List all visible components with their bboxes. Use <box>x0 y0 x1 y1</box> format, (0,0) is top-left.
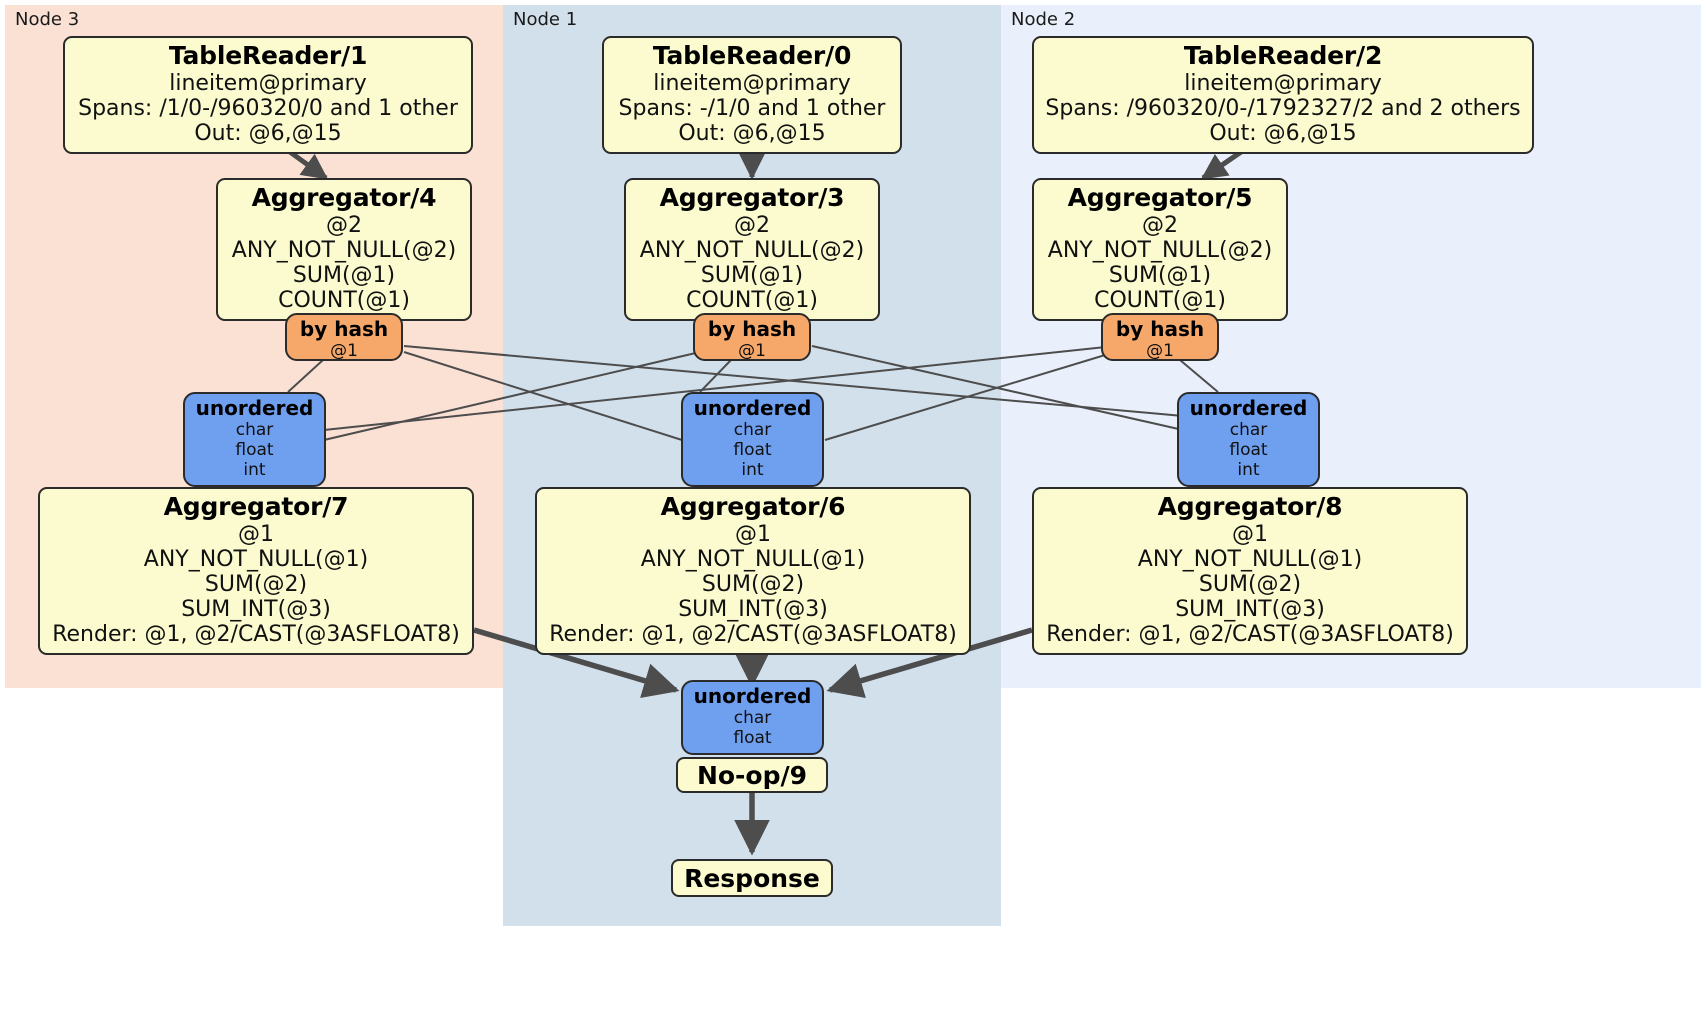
processor-line: ANY_NOT_NULL(@2) <box>231 237 457 263</box>
router-title: unordered <box>693 684 812 708</box>
processor-line: ANY_NOT_NULL(@1) <box>1137 546 1363 572</box>
processor-line: ANY_NOT_NULL(@1) <box>143 546 369 572</box>
processor-line: Spans: -/1/0 and 1 other <box>618 95 886 121</box>
processor-line: SUM(@2) <box>701 571 805 597</box>
router-unordered-right[interactable]: unordered char float int <box>1177 392 1320 487</box>
processor-title: Aggregator/4 <box>251 183 437 212</box>
processor-title: TableReader/0 <box>652 41 852 70</box>
router-title: by hash <box>299 317 389 341</box>
router-by-hash-middle[interactable]: by hash @1 <box>693 313 811 361</box>
processor-title: Aggregator/5 <box>1067 183 1253 212</box>
processor-line: SUM(@2) <box>1198 571 1302 597</box>
router-unordered-middle[interactable]: unordered char float int <box>681 392 824 487</box>
router-title: unordered <box>1189 396 1308 420</box>
processor-line: SUM(@1) <box>1108 262 1212 288</box>
processor-aggregator-3[interactable]: Aggregator/3 @2 ANY_NOT_NULL(@2) SUM(@1)… <box>624 178 880 321</box>
processor-title: Aggregator/7 <box>163 492 349 521</box>
router-line: float <box>1229 440 1268 461</box>
router-line: @1 <box>738 341 766 361</box>
node-panel-label-node2: Node 2 <box>1011 9 1076 30</box>
processor-line: Spans: /960320/0-/1792327/2 and 2 others <box>1045 95 1521 121</box>
processor-line: Render: @1, @2/CAST(@3ASFLOAT8) <box>549 621 957 647</box>
processor-title: Aggregator/3 <box>659 183 845 212</box>
processor-line: COUNT(@1) <box>278 287 410 313</box>
router-line: float <box>733 440 772 461</box>
processor-line: Render: @1, @2/CAST(@3ASFLOAT8) <box>1046 621 1454 647</box>
router-line: int <box>741 460 764 481</box>
processor-line: COUNT(@1) <box>686 287 818 313</box>
router-line: @1 <box>1146 341 1174 361</box>
processor-aggregator-5[interactable]: Aggregator/5 @2 ANY_NOT_NULL(@2) SUM(@1)… <box>1032 178 1288 321</box>
processor-line: lineitem@primary <box>169 70 367 96</box>
processor-line: SUM_INT(@3) <box>181 596 331 622</box>
router-line: int <box>243 460 266 481</box>
processor-title: Aggregator/8 <box>1157 492 1343 521</box>
processor-line: SUM(@1) <box>292 262 396 288</box>
processor-aggregator-7[interactable]: Aggregator/7 @1 ANY_NOT_NULL(@1) SUM(@2)… <box>38 487 474 655</box>
processor-response[interactable]: Response <box>671 859 833 897</box>
processor-line: Out: @6,@15 <box>1209 120 1357 146</box>
router-line: char <box>235 420 274 440</box>
processor-line: @1 <box>735 521 771 547</box>
processor-line: SUM(@2) <box>204 571 308 597</box>
processor-title: Aggregator/6 <box>660 492 846 521</box>
router-line: int <box>1237 460 1260 481</box>
processor-line: @2 <box>326 212 362 238</box>
processor-title: TableReader/2 <box>1183 41 1383 70</box>
processor-line: SUM(@1) <box>700 262 804 288</box>
processor-aggregator-4[interactable]: Aggregator/4 @2 ANY_NOT_NULL(@2) SUM(@1)… <box>216 178 472 321</box>
processor-line: lineitem@primary <box>1184 70 1382 96</box>
router-title: unordered <box>195 396 314 420</box>
processor-line: Out: @6,@15 <box>678 120 826 146</box>
router-line: @1 <box>330 341 358 361</box>
processor-line: @2 <box>734 212 770 238</box>
processor-line: @2 <box>1142 212 1178 238</box>
processor-table-reader-2[interactable]: TableReader/2 lineitem@primary Spans: /9… <box>1032 36 1534 154</box>
processor-line: ANY_NOT_NULL(@1) <box>640 546 866 572</box>
processor-no-op-9[interactable]: No-op/9 <box>676 757 828 793</box>
processor-title: Response <box>684 863 820 893</box>
router-line: float <box>235 440 274 461</box>
router-title: by hash <box>1115 317 1205 341</box>
processor-line: Out: @6,@15 <box>194 120 342 146</box>
processor-aggregator-6[interactable]: Aggregator/6 @1 ANY_NOT_NULL(@1) SUM(@2)… <box>535 487 971 655</box>
router-line: float <box>733 728 772 749</box>
processor-title: TableReader/1 <box>168 41 368 70</box>
processor-line: @1 <box>1232 521 1268 547</box>
processor-table-reader-1[interactable]: TableReader/1 lineitem@primary Spans: /1… <box>63 36 473 154</box>
processor-line: SUM_INT(@3) <box>1175 596 1325 622</box>
processor-line: @1 <box>238 521 274 547</box>
router-line: char <box>1229 420 1268 440</box>
router-by-hash-left[interactable]: by hash @1 <box>285 313 403 361</box>
router-line: char <box>733 420 772 440</box>
processor-line: Render: @1, @2/CAST(@3ASFLOAT8) <box>52 621 460 647</box>
node-panel-label-node3: Node 3 <box>15 9 80 30</box>
router-line: char <box>733 708 772 728</box>
router-title: unordered <box>693 396 812 420</box>
processor-line: ANY_NOT_NULL(@2) <box>1047 237 1273 263</box>
processor-line: Spans: /1/0-/960320/0 and 1 other <box>78 95 458 121</box>
router-unordered-left[interactable]: unordered char float int <box>183 392 326 487</box>
processor-title: No-op/9 <box>696 760 808 790</box>
processor-line: SUM_INT(@3) <box>678 596 828 622</box>
router-title: by hash <box>707 317 797 341</box>
router-unordered-final[interactable]: unordered char float <box>681 680 824 755</box>
processor-line: lineitem@primary <box>653 70 851 96</box>
processor-line: ANY_NOT_NULL(@2) <box>639 237 865 263</box>
router-by-hash-right[interactable]: by hash @1 <box>1101 313 1219 361</box>
processor-aggregator-8[interactable]: Aggregator/8 @1 ANY_NOT_NULL(@1) SUM(@2)… <box>1032 487 1468 655</box>
node-panel-label-node1: Node 1 <box>513 9 578 30</box>
processor-table-reader-0[interactable]: TableReader/0 lineitem@primary Spans: -/… <box>602 36 902 154</box>
processor-line: COUNT(@1) <box>1094 287 1226 313</box>
